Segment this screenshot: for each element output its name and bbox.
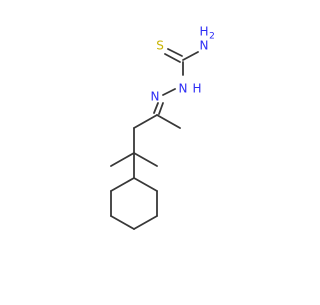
bond-n-c-double-1 xyxy=(153,102,159,114)
molecule-canvas: S N H 2 N H N xyxy=(110,25,215,230)
bond-cq-methyl-right xyxy=(133,152,158,167)
bond-ring-4 xyxy=(110,215,135,230)
bond-c-s-double-1 xyxy=(164,53,181,63)
bond-c-methyl xyxy=(156,114,181,129)
sulfur-atom-label: S xyxy=(156,39,164,53)
bond-ring-1 xyxy=(133,177,158,192)
bond-n-c-double-2 xyxy=(158,102,164,115)
bond-c-ch2 xyxy=(133,114,158,129)
molecule-structure: S N H 2 N H N xyxy=(110,25,215,230)
hydrazine-nitrogen-label: N xyxy=(179,82,188,96)
amine-group-label: N H 2 xyxy=(199,25,214,53)
amine-nitrogen-label: N xyxy=(200,39,209,53)
hydrazine-hydrogen-label: H xyxy=(192,82,201,96)
bond-c-nh2 xyxy=(182,51,199,61)
imine-nitrogen-label: N xyxy=(151,90,160,104)
bond-ring-6 xyxy=(110,177,135,192)
bond-c-s-double-2 xyxy=(167,48,183,57)
amine-hydrogen-label: H xyxy=(199,25,208,39)
amine-hydrogen-count: 2 xyxy=(209,32,215,42)
bond-ring-3 xyxy=(133,215,158,230)
bond-cq-methyl-left xyxy=(110,152,135,167)
bond-n-n xyxy=(162,88,176,96)
hydrazine-nh-label: N H xyxy=(179,82,202,96)
